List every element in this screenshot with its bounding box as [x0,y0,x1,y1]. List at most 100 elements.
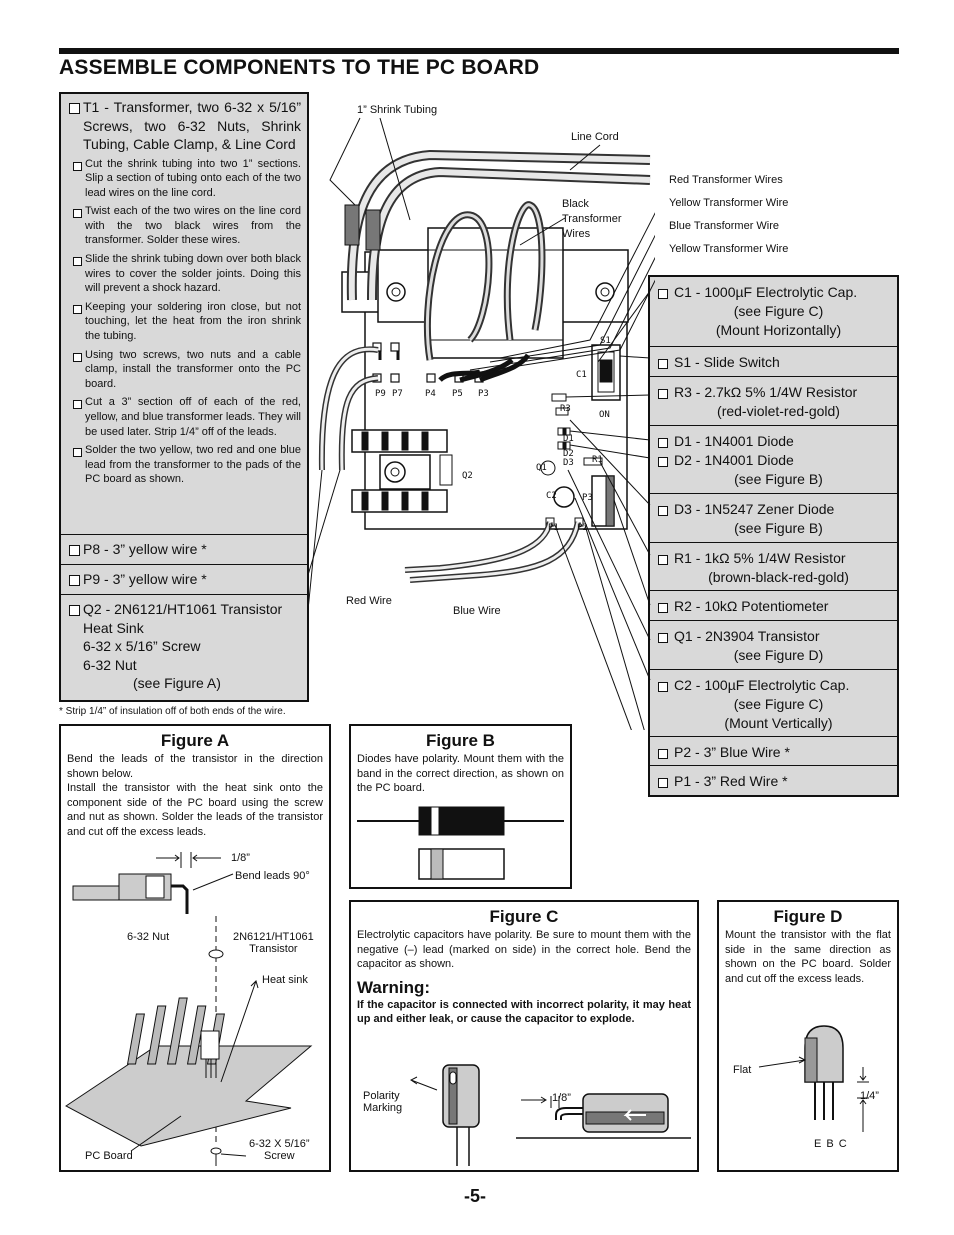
q2-item: Q2 - 2N6121/HT1061 Transistor Heat Sink … [61,595,307,693]
q1-item: Q1 - 2N3904 Transistor (see Figure D) [650,621,897,670]
checkbox[interactable] [658,555,668,565]
figure-b-text: Diodes have polarity. Mount them with th… [357,753,564,795]
step-item: Keeping your soldering iron close, but n… [61,300,307,344]
p9-section: P9 - 3” yellow wire * [61,565,307,595]
c2-item: C2 - 100µF Electrolytic Cap. (see Figure… [650,670,897,737]
figure-a-title: Figure A [160,731,230,750]
label-black-wires: Transformer [562,213,622,225]
s1-label: S1 - Slide Switch [674,354,780,370]
t1-item: T1 - Transformer, two 6-32 x 5/16” Screw… [61,94,307,154]
board-mark: P4 [425,389,436,399]
board-mark: D3 [563,458,574,468]
q2-line: (see Figure A) [133,675,221,691]
label-line-cord: Line Cord [571,131,619,143]
checkbox[interactable] [73,352,82,362]
figure-a-text2: Install the transistor with the heat sin… [67,782,323,838]
board-mark: P2 [577,523,588,533]
label-eighth: 1/8” [231,852,250,864]
checkbox[interactable] [69,545,80,556]
step-item: Using two screws, two nuts and a cable c… [61,348,307,392]
r1-line: (brown-black-red-gold) [708,569,849,585]
checkbox[interactable] [658,506,668,516]
page-number: -5- [464,1186,486,1206]
d1-label: D1 - 1N4001 Diode [674,433,794,449]
assembly-diagram: P9 P7 P4 P5 P3 P1 P2 C1 C2 S1 ON R3 D1 D… [307,104,655,730]
step-text: Cut a 3” section off of each of the red,… [85,396,301,438]
step-text: Using two screws, two nuts and a cable c… [85,348,301,390]
figure-a-text1: Bend the leads of the transistor in the … [67,753,323,780]
label-black-wires: Black [562,198,589,210]
r3-line: (red-violet-red-gold) [717,403,840,419]
label-shrink-tubing: 1” Shrink Tubing [357,104,437,116]
checkbox[interactable] [73,304,82,314]
q2-line: 6-32 Nut [83,656,137,673]
checkbox[interactable] [658,389,668,399]
board-mark: P5 [452,389,463,399]
label-polarity-line: Polarity [363,1090,400,1102]
c1-line: C1 - 1000µF Electrolytic Cap. [674,284,858,300]
r2-item: R2 - 10kΩ Potentiometer [650,591,897,621]
checkbox[interactable] [658,438,668,448]
step-text: Solder the two yellow, two red and one b… [85,444,301,486]
checkbox[interactable] [658,633,668,643]
board-mark: P9 [375,389,386,399]
step-item: Solder the two yellow, two red and one b… [61,443,307,487]
label-bend-leads: Bend leads 90° [235,870,310,882]
c1-line: (see Figure C) [733,303,824,319]
step-text: Twist each of the two wires on the line … [85,205,301,247]
p2-label: P2 - 3” Blue Wire * [674,744,790,760]
transistor-drawing [758,1025,869,1132]
checkbox[interactable] [69,103,80,114]
board-mark: Q2 [462,471,473,481]
label-black-wires: Wires [562,228,591,240]
checkbox[interactable] [658,778,668,788]
warning-title: Warning: [357,977,431,997]
checkbox[interactable] [658,603,668,613]
checkbox[interactable] [658,682,668,692]
label-flat: Flat [733,1064,752,1076]
q1-line: (see Figure D) [733,647,824,663]
checkbox[interactable] [658,749,668,759]
label-yellow-transformer-wire-2: Yellow Transformer Wire [669,243,789,255]
left-parts-list: T1 - Transformer, two 6-32 x 5/16” Screw… [59,92,309,702]
diode-drawing [357,806,564,880]
checkbox[interactable] [69,605,80,616]
t1-label: T1 - Transformer, two 6-32 x 5/16” Screw… [83,99,301,152]
checkbox[interactable] [658,457,668,467]
c1-line: (Mount Horizontally) [715,322,842,338]
c2-line: (Mount Vertically) [724,715,833,731]
board-mark: C1 [576,370,587,380]
r1-line: R1 - 1kΩ 5% 1/4W Resistor [674,550,846,566]
figure-a: Figure A Bend the leads of the transisto… [59,724,331,1172]
label-red-transformer-wires: Red Transformer Wires [669,174,783,186]
capacitor-drawing [410,1064,691,1166]
c2-line: (see Figure C) [733,696,824,712]
figure-c-title: Figure C [489,907,559,926]
d12-note: (see Figure B) [734,471,823,487]
checkbox[interactable] [658,289,668,299]
label-quarter: 1/4” [860,1090,879,1102]
checkbox[interactable] [73,161,82,171]
s1-item: S1 - Slide Switch [650,347,897,377]
step-item: Twist each of the two wires on the line … [61,204,307,248]
d3-line: (see Figure B) [734,520,823,536]
figure-d: Figure D Mount the transistor with the f… [717,900,899,1172]
checkbox[interactable] [73,400,82,410]
checkbox[interactable] [73,257,82,267]
checkbox[interactable] [658,359,668,369]
checkbox[interactable] [73,448,82,458]
label-screw-line: 6-32 X 5/16” [249,1138,310,1150]
figure-b: Figure B Diodes have polarity. Mount the… [349,724,572,889]
figure-c-text: Electrolytic capacitors have polarity. B… [357,929,691,971]
board-mark: P3 [478,389,489,399]
figure-c: Figure C Electrolytic capacitors have po… [349,900,699,1172]
checkbox[interactable] [69,575,80,586]
d3-item: D3 - 1N5247 Zener Diode (see Figure B) [650,494,897,543]
label-screw: 6-32 X 5/16”Screw [249,1138,310,1162]
step-text: Keeping your soldering iron close, but n… [85,300,301,343]
checkbox[interactable] [73,209,82,219]
label-nut: 6-32 Nut [127,931,170,943]
p8-label: P8 - 3” yellow wire * [83,541,207,557]
step-text: Slide the shrink tubing down over both b… [85,253,301,295]
